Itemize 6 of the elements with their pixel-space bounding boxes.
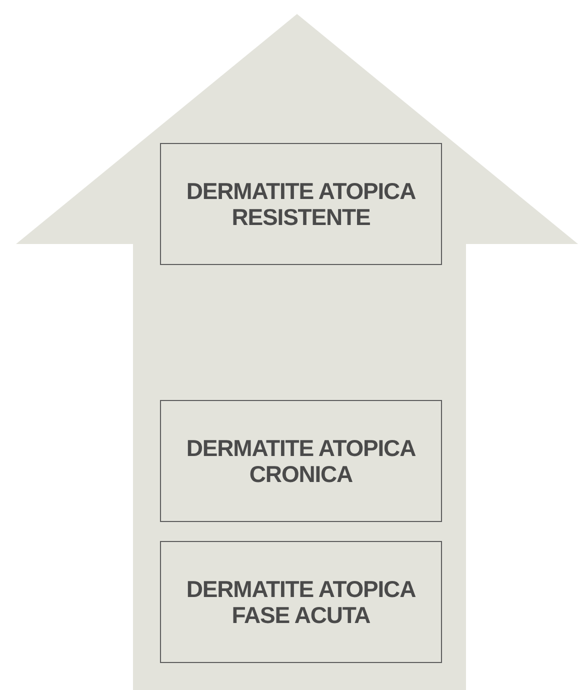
stage-label: DERMATITE ATOPICA FASE ACUTA (185, 576, 417, 628)
stage-label: DERMATITE ATOPICA RESISTENTE (185, 178, 417, 230)
stage-box (160, 143, 442, 265)
stage-box (160, 400, 442, 522)
stage-box (160, 541, 442, 663)
stage-label: DERMATITE ATOPICA CRONICA (185, 434, 417, 488)
